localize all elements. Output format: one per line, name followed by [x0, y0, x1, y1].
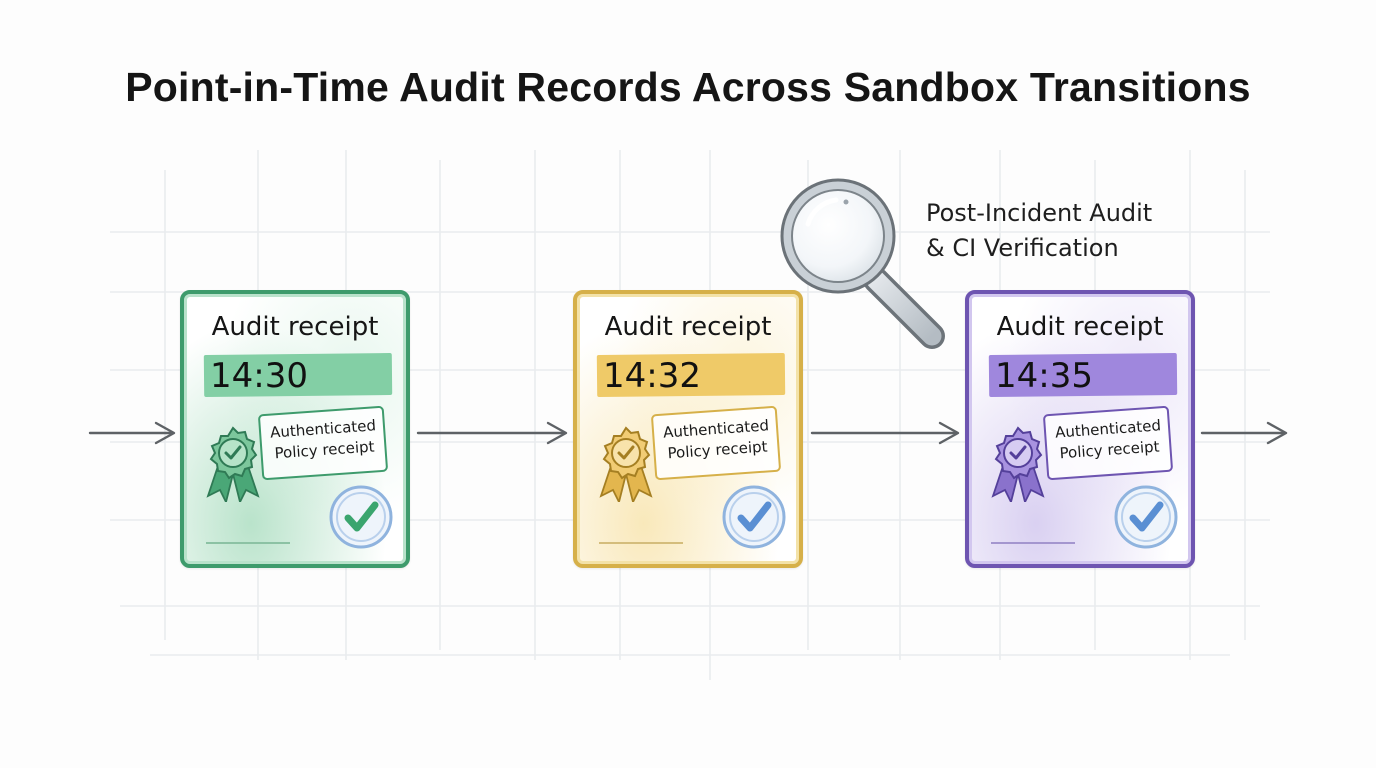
signature-line	[599, 542, 683, 544]
audit-receipt-card: Audit receipt 14:32 Authenticated Policy…	[573, 290, 803, 568]
receipt-time: 14:35	[995, 356, 1093, 396]
annotation-line: & CI Verification	[926, 234, 1119, 262]
receipt-time: 14:32	[603, 356, 701, 396]
policy-receipt-label: Authenticated Policy receipt	[650, 405, 782, 481]
receipt-title: Audit receipt	[996, 312, 1164, 342]
receipt-title: Audit receipt	[211, 312, 379, 342]
check-circle-icon	[329, 485, 393, 549]
magnifying-glass-icon	[780, 178, 945, 349]
check-circle-icon	[1114, 485, 1178, 549]
receipt-title: Audit receipt	[604, 312, 772, 342]
right-arrow-icon	[810, 421, 960, 445]
check-circle-icon	[722, 485, 786, 549]
right-arrow-icon	[88, 421, 176, 445]
audit-receipt-card: Audit receipt 14:35 Authenticated Policy…	[965, 290, 1195, 568]
signature-line	[206, 542, 290, 544]
signature-line	[991, 542, 1075, 544]
policy-receipt-label: Authenticated Policy receipt	[257, 405, 389, 481]
audit-receipt-card: Audit receipt 14:30 Authenticated Policy…	[180, 290, 410, 568]
award-ribbon-seal-icon	[599, 426, 653, 502]
policy-receipt-label: Authenticated Policy receipt	[1042, 405, 1174, 481]
annotation-line: Post-Incident Audit	[926, 199, 1153, 227]
award-ribbon-seal-icon	[206, 426, 260, 502]
receipt-time: 14:30	[210, 356, 308, 396]
award-ribbon-seal-icon	[991, 426, 1045, 502]
page-title: Point-in-Time Audit Records Across Sandb…	[125, 64, 1251, 110]
right-arrow-icon	[416, 421, 568, 445]
audit-annotation: Post-Incident Audit & CI Verification	[926, 196, 1152, 266]
right-arrow-icon	[1200, 421, 1288, 445]
